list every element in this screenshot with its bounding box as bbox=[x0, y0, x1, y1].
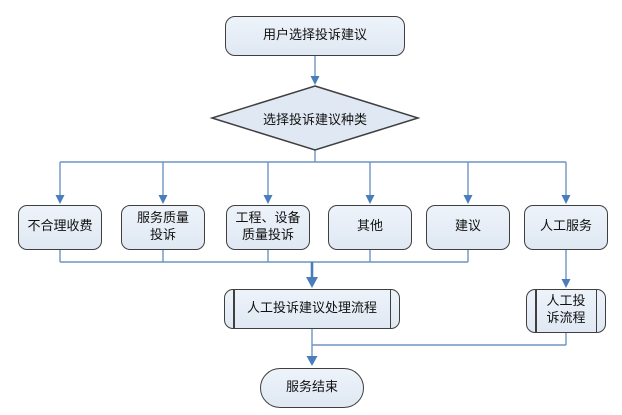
arrowhead-into-decision bbox=[310, 76, 320, 85]
node-manual-complaint-process: 人工投 诉流程 bbox=[526, 289, 606, 333]
arrowhead-branch-2 bbox=[158, 195, 168, 204]
arrowhead-branch-4 bbox=[365, 195, 375, 204]
arrowhead-into-manual-process bbox=[561, 279, 571, 288]
branch-label: 工程、设备 质量投诉 bbox=[235, 210, 301, 243]
node-manual-complaint-label: 人工投 诉流程 bbox=[546, 294, 586, 326]
arrowhead-into-main-process bbox=[306, 277, 318, 288]
node-main-process-label: 人工投诉建议处理流程 bbox=[246, 300, 377, 316]
branch-label: 建议 bbox=[454, 219, 481, 235]
arrowhead-branch-1 bbox=[55, 195, 65, 204]
branch-label: 服务质量 投诉 bbox=[136, 210, 189, 243]
node-main-process: 人工投诉建议处理流程 bbox=[224, 289, 400, 329]
node-start: 用户选择投诉建议 bbox=[225, 16, 405, 56]
node-end: 服务结束 bbox=[260, 368, 364, 408]
node-branch-other: 其他 bbox=[328, 205, 412, 250]
predefined-bar-right bbox=[595, 290, 597, 332]
node-decision-label: 选择投诉建议种类 bbox=[262, 112, 367, 128]
decision-diamond-shape bbox=[209, 85, 421, 151]
node-start-label: 用户选择投诉建议 bbox=[262, 27, 367, 43]
node-end-label: 服务结束 bbox=[285, 379, 338, 395]
branch-label: 其他 bbox=[356, 219, 383, 235]
predefined-bar-left bbox=[233, 290, 235, 328]
node-branch-suggestion: 建议 bbox=[426, 205, 510, 250]
node-branch-manual-service: 人工服务 bbox=[524, 205, 608, 250]
node-decision: 选择投诉建议种类 bbox=[215, 105, 415, 131]
predefined-bar-left bbox=[535, 290, 537, 332]
branch-label: 不合理收费 bbox=[27, 219, 93, 235]
node-branch-equipment-quality: 工程、设备 质量投诉 bbox=[226, 205, 310, 250]
arrowhead-into-end bbox=[306, 356, 318, 366]
predefined-bar-right bbox=[389, 290, 391, 328]
arrowhead-branch-6 bbox=[561, 195, 571, 204]
node-branch-service-quality: 服务质量 投诉 bbox=[121, 205, 205, 250]
branch-label: 人工服务 bbox=[539, 219, 592, 235]
arrowhead-branch-5 bbox=[463, 195, 473, 204]
arrowhead-branch-3 bbox=[263, 195, 273, 204]
node-branch-unreasonable-fees: 不合理收费 bbox=[18, 205, 102, 250]
